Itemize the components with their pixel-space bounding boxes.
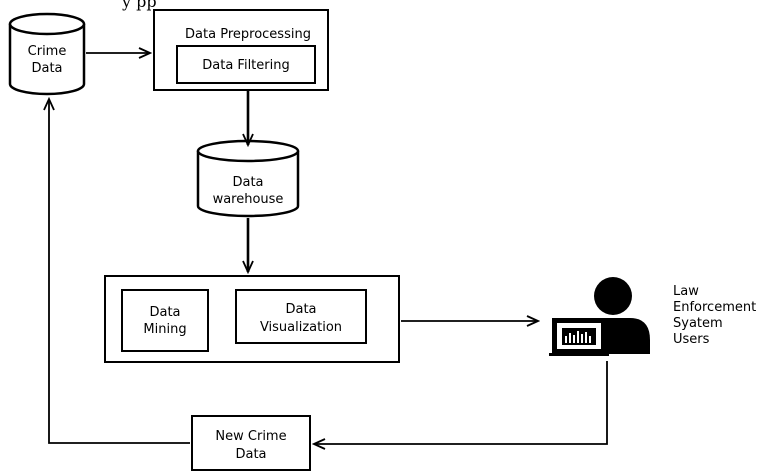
new-crime-data-label-1: New Crime <box>215 429 286 444</box>
data-warehouse-cylinder: Data warehouse <box>196 139 300 218</box>
users-label-2: Enforcement <box>673 300 756 315</box>
new-crime-data-label-2: Data <box>235 447 266 462</box>
cropped-caption: y pp <box>121 0 157 11</box>
data-warehouse-label-1: Data <box>232 175 263 190</box>
new-crime-data-box: New Crime Data <box>191 415 311 471</box>
user-at-computer-icon <box>549 277 650 356</box>
users-label-3: Syatem <box>673 316 723 331</box>
data-mining-label-1: Data <box>149 305 180 320</box>
crime-data-label-2: Data <box>31 61 62 76</box>
arrow-new-crime-data-to-crime-data <box>49 99 190 444</box>
users-label-1: Law <box>673 284 699 299</box>
crime-data-label-1: Crime <box>28 44 67 59</box>
bar-chart-icon <box>565 331 591 343</box>
arrow-users-to-new-crime-data <box>314 361 608 444</box>
data-visualization-label-2: Visualization <box>260 320 342 335</box>
data-mining-box <box>121 289 209 352</box>
data-preprocessing-title: Data Preprocessing <box>185 27 311 42</box>
analysis-box: Data Mining Data Visualization <box>104 275 400 363</box>
data-visualization-label-1: Data <box>285 302 316 317</box>
data-preprocessing-box: Data Preprocessing Data Filtering <box>153 9 329 91</box>
crime-data-cylinder: Crime Data <box>8 12 86 96</box>
law-enforcement-users-label: Law Enforcement Syatem Users <box>673 284 756 347</box>
data-warehouse-label-2: warehouse <box>213 192 284 207</box>
data-mining-label-2: Mining <box>143 322 186 337</box>
data-filtering-label: Data Filtering <box>202 58 289 73</box>
data-filtering-box <box>176 45 316 84</box>
users-label-4: Users <box>673 332 710 347</box>
data-visualization-box <box>235 289 367 344</box>
